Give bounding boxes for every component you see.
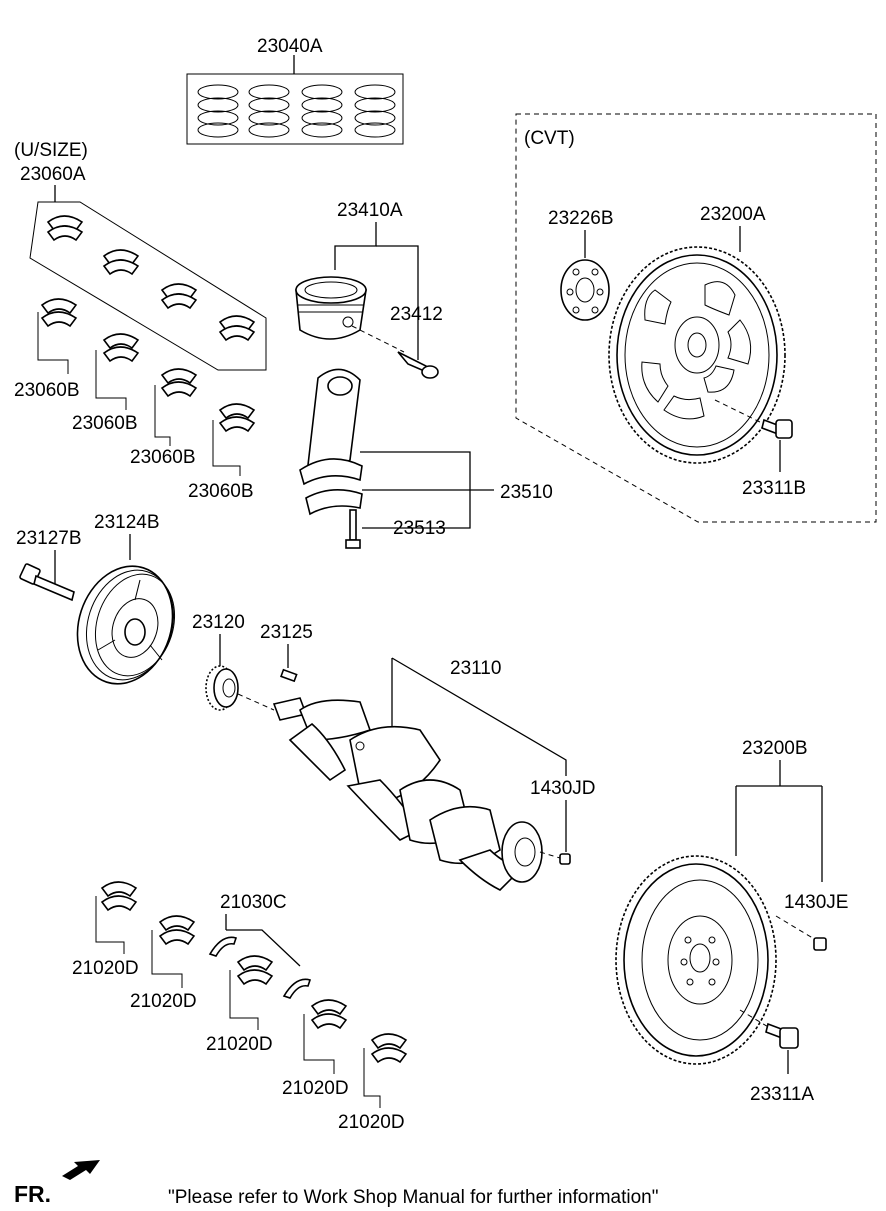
bolt-23311B bbox=[761, 418, 793, 439]
label-1430JD: 1430JD bbox=[530, 778, 596, 799]
dowel-pin-1430JE bbox=[813, 937, 827, 951]
label-23060B-1: 23060B bbox=[14, 380, 80, 401]
bolt-23311A bbox=[765, 1022, 799, 1049]
label-23311A: 23311A bbox=[750, 1084, 814, 1105]
label-23110: 23110 bbox=[450, 658, 501, 679]
cvt-box bbox=[515, 113, 877, 523]
dowel-pin-1430JD bbox=[559, 853, 571, 865]
label-23510: 23510 bbox=[500, 482, 553, 503]
spacer-plate bbox=[560, 259, 610, 321]
label-21020D-2: 21020D bbox=[130, 991, 197, 1012]
label-23060A: 23060A bbox=[20, 164, 86, 185]
label-23120: 23120 bbox=[192, 612, 245, 633]
pulley-bolt bbox=[19, 563, 75, 602]
thrust-washers bbox=[208, 936, 312, 999]
piston bbox=[295, 276, 367, 340]
label-21020D-3: 21020D bbox=[206, 1034, 273, 1055]
label-23200A: 23200A bbox=[700, 204, 766, 225]
piston-pin bbox=[397, 351, 439, 379]
label-23410A: 23410A bbox=[337, 200, 403, 221]
label-21030C: 21030C bbox=[220, 892, 287, 913]
label-cvt: (CVT) bbox=[524, 128, 575, 149]
label-23226B: 23226B bbox=[548, 208, 614, 229]
crank-pulley bbox=[76, 565, 176, 685]
flex-plate bbox=[608, 246, 786, 464]
label-23060B-4: 23060B bbox=[188, 481, 254, 502]
label-23125: 23125 bbox=[260, 622, 313, 643]
footer-note: "Please refer to Work Shop Manual for fu… bbox=[168, 1187, 658, 1208]
crankshaft bbox=[272, 697, 543, 891]
label-21020D-5: 21020D bbox=[338, 1112, 405, 1133]
label-23200B: 23200B bbox=[742, 738, 808, 759]
label-23040A: 23040A bbox=[257, 36, 323, 57]
label-23060B-2: 23060B bbox=[72, 413, 138, 434]
main-bearings-21020D bbox=[100, 881, 408, 1064]
bearing-shells-23060B bbox=[40, 298, 256, 433]
front-indicator: FR. bbox=[14, 1181, 51, 1207]
label-23060B-3: 23060B bbox=[130, 447, 196, 468]
label-1430JE: 1430JE bbox=[784, 892, 848, 913]
label-usize: (U/SIZE) bbox=[14, 140, 88, 161]
connecting-rod bbox=[299, 368, 363, 549]
label-23311B: 23311B bbox=[742, 478, 806, 499]
label-23124B: 23124B bbox=[94, 512, 160, 533]
crank-sprocket bbox=[205, 665, 239, 711]
woodruff-key bbox=[280, 668, 298, 683]
label-23513: 23513 bbox=[393, 518, 446, 539]
label-23412: 23412 bbox=[390, 304, 443, 325]
label-23127B: 23127B bbox=[16, 528, 82, 549]
front-arrow-icon bbox=[62, 1160, 100, 1180]
flywheel bbox=[615, 855, 777, 1065]
label-21020D-1: 21020D bbox=[72, 958, 139, 979]
label-21020D-4: 21020D bbox=[282, 1078, 349, 1099]
bearing-shell-group bbox=[46, 215, 256, 342]
bearing-set-frame bbox=[29, 201, 267, 371]
piston-ring-set bbox=[186, 55, 404, 145]
